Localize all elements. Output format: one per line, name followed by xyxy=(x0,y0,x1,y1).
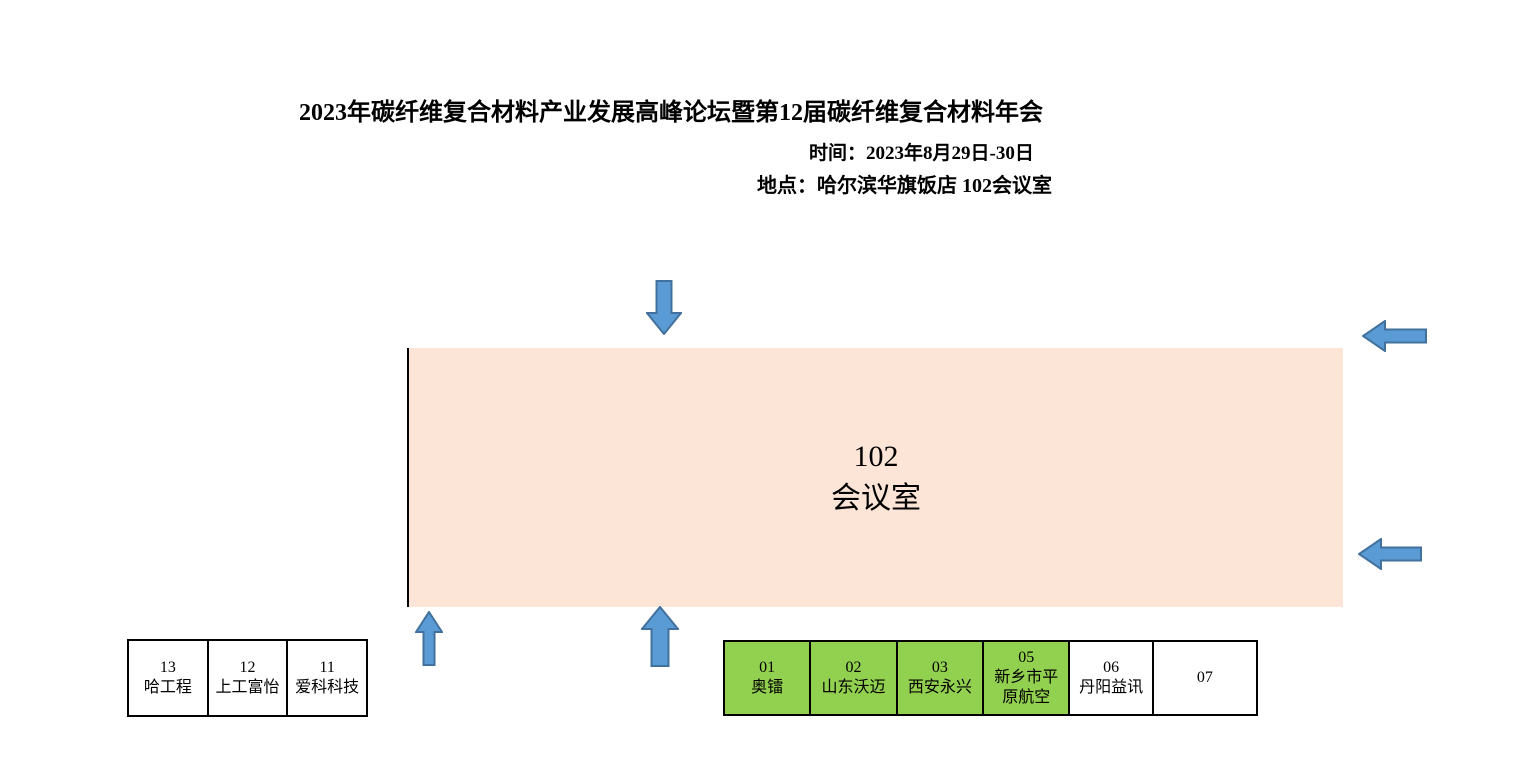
booth-number: 11 xyxy=(319,659,335,676)
booth-cell-11: 11 爱科科技 xyxy=(288,641,366,715)
room-number: 102 xyxy=(853,439,899,473)
booth-cell-07: 07 xyxy=(1154,642,1256,714)
booth-number: 07 xyxy=(1196,669,1213,686)
arrow-up-middle-icon xyxy=(641,606,679,667)
booth-cell-05: 05 新乡市平原航空 xyxy=(984,642,1071,714)
booth-name: 丹阳益讯 xyxy=(1079,679,1144,696)
booth-name: 哈工程 xyxy=(143,679,192,696)
booth-table-left: 13 哈工程 12 上工富怡 11 爱科科技 xyxy=(127,639,368,717)
arrow-left-upper-icon xyxy=(1362,320,1427,352)
booth-number: 03 xyxy=(931,659,948,676)
booth-number: 05 xyxy=(1018,649,1035,666)
booth-name: 奥镭 xyxy=(751,679,784,696)
booth-name: 上工富怡 xyxy=(215,679,280,696)
booth-name: 山东沃迈 xyxy=(821,679,886,696)
booth-name: 爱科科技 xyxy=(295,679,360,696)
booth-cell-12: 12 上工富怡 xyxy=(209,641,289,715)
booth-number: 02 xyxy=(845,659,862,676)
page-title: 2023年碳纤维复合材料产业发展高峰论坛暨第12届碳纤维复合材料年会 xyxy=(299,100,1043,126)
booth-number: 12 xyxy=(239,659,256,676)
arrow-down-icon xyxy=(646,280,682,335)
booth-number: 01 xyxy=(759,659,776,676)
booth-name: 新乡市平原航空 xyxy=(994,669,1059,706)
arrow-up-small-icon xyxy=(415,611,443,666)
booth-name: 西安永兴 xyxy=(907,679,972,696)
conference-room: 102 会议室 xyxy=(407,348,1343,607)
booth-table-right: 01 奥镭 02 山东沃迈 03 西安永兴 05 新乡市平原航空 06 丹阳益讯… xyxy=(723,640,1258,716)
booth-cell-03: 03 西安永兴 xyxy=(897,642,985,714)
event-location: 地点：哈尔滨华旗饭店 102会议室 xyxy=(757,175,1052,197)
arrow-left-lower-icon xyxy=(1358,538,1422,570)
booth-cell-02: 02 山东沃迈 xyxy=(811,642,898,714)
booth-cell-13: 13 哈工程 xyxy=(129,641,209,715)
booth-number: 13 xyxy=(159,659,176,676)
room-name: 会议室 xyxy=(831,481,921,515)
event-time: 时间：2023年8月29日-30日 xyxy=(809,143,1034,164)
booth-cell-06: 06 丹阳益讯 xyxy=(1070,642,1154,714)
booth-number: 06 xyxy=(1103,659,1120,676)
booth-cell-01: 01 奥镭 xyxy=(725,642,812,714)
